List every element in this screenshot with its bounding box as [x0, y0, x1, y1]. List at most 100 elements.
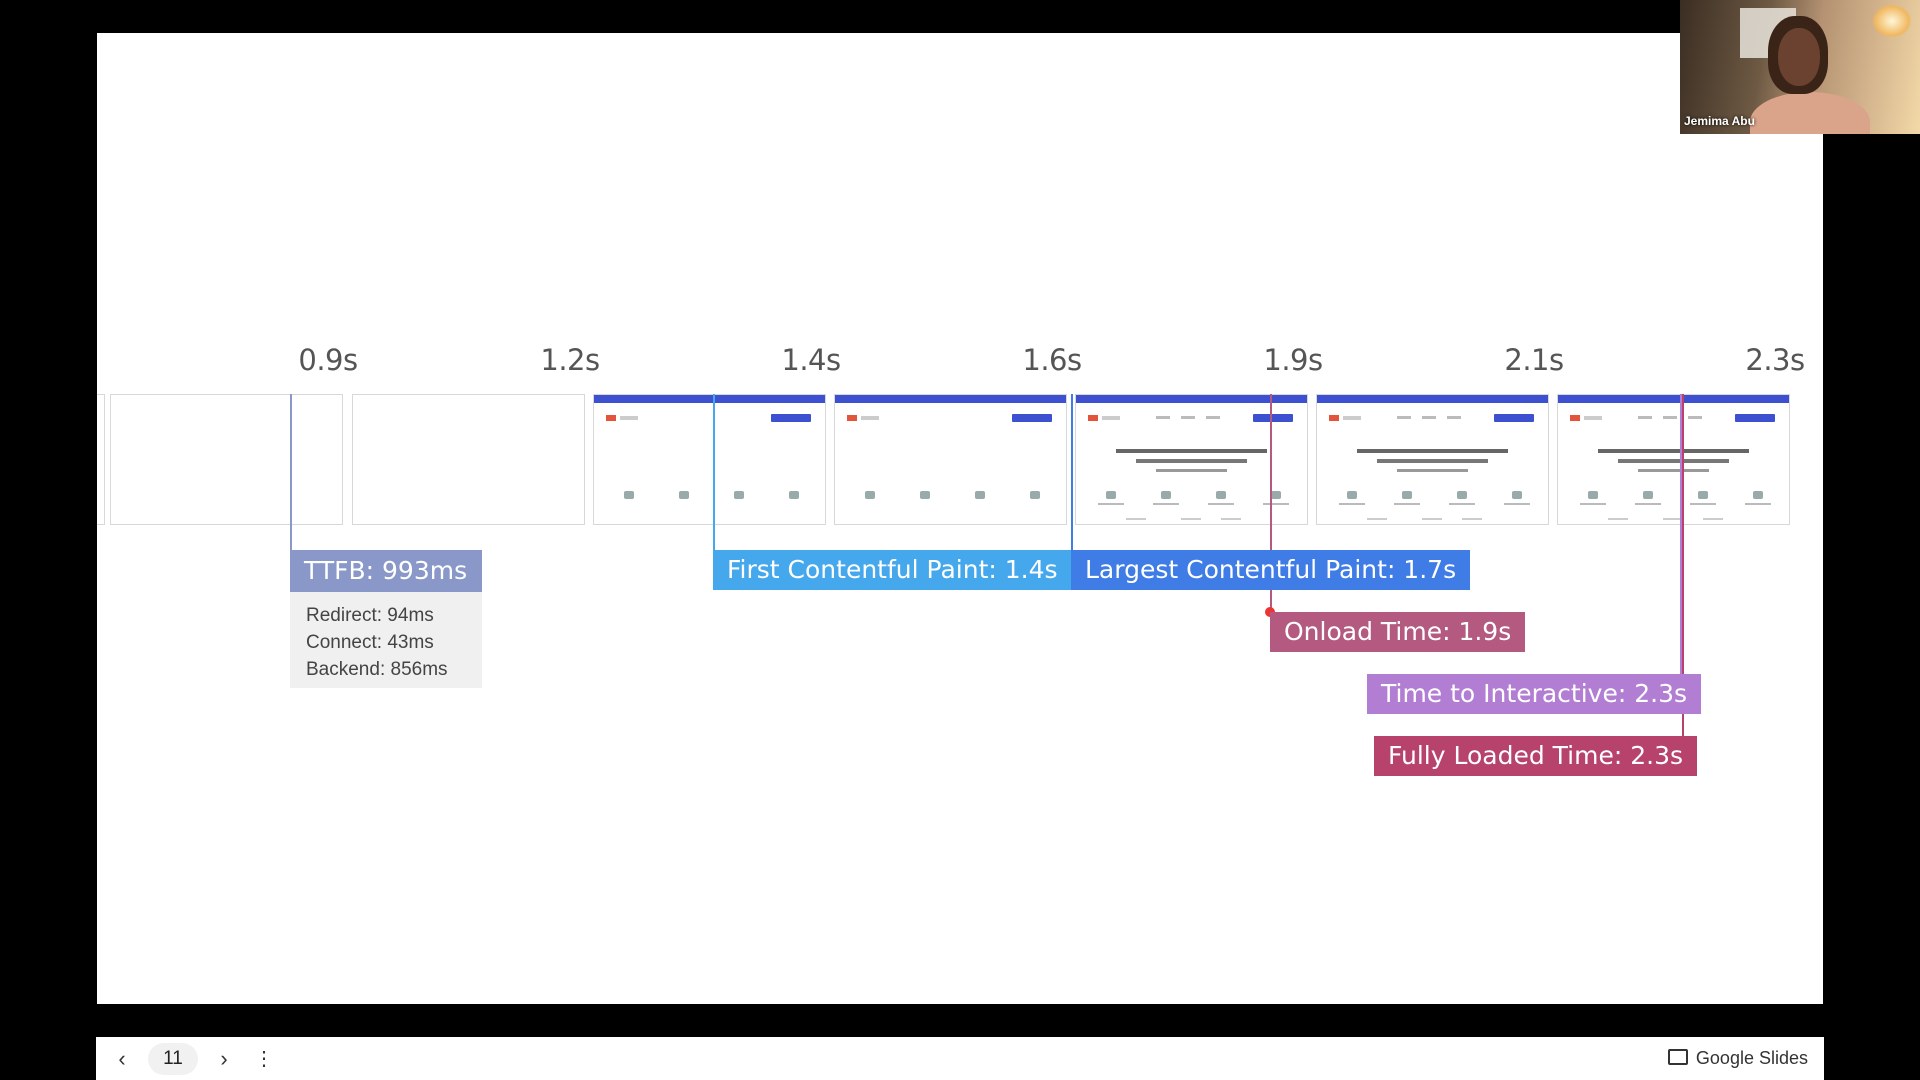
frame-nav-link [1156, 416, 1170, 419]
onload-label: Onload Time: 1.9s [1270, 612, 1526, 652]
frame-footer-link [1703, 518, 1723, 520]
ttfb-redirect: Redirect: 94ms [306, 605, 434, 626]
frame-nav-link [1688, 416, 1702, 419]
frame-nav-link [1638, 416, 1652, 419]
time-label-4: 1.9s [1263, 343, 1323, 377]
filmstrip-frame-partial-render [834, 394, 1067, 525]
frame-feature-icon [1402, 491, 1412, 499]
frame-feature-label [1394, 503, 1420, 505]
frame-nav-button [1735, 414, 1775, 422]
filmstrip-frame-blank [352, 394, 585, 525]
frame-nav-button [1253, 414, 1293, 422]
frame-footer-link [1181, 518, 1201, 520]
frame-feature-icon [1753, 491, 1763, 499]
slide-canvas: 0.9s 1.2s 1.4s 1.6s 1.9s 2.1s 2.3s [97, 33, 1823, 1004]
frame-nav-link [1447, 416, 1461, 419]
frame-nav-link [1663, 416, 1677, 419]
lcp-marker-line [1071, 394, 1073, 586]
frame-hero-subtext [1156, 469, 1227, 472]
frame-feature-icon [865, 491, 875, 499]
fcp-label: First Contentful Paint: 1.4s [713, 550, 1072, 590]
frame-nav-link [1181, 416, 1195, 419]
frame-feature-icon [1271, 491, 1281, 499]
frame-logo-text [1343, 416, 1361, 420]
frame-header-bar [1558, 395, 1789, 403]
frame-feature-icon [1512, 491, 1522, 499]
frame-footer-link [1221, 518, 1241, 520]
frame-nav-link [1397, 416, 1411, 419]
frame-footer-link [1367, 518, 1387, 520]
slides-brand-label: Google Slides [1695, 1048, 1808, 1068]
frame-feature-icon [975, 491, 985, 499]
frame-hero-headline [1618, 459, 1729, 463]
filmstrip-frame-blank [110, 394, 343, 525]
frame-feature-icon [679, 491, 689, 499]
chevron-right-icon[interactable]: › [220, 1046, 228, 1071]
frame-nav-link [1422, 416, 1436, 419]
webcam-person-face [1778, 28, 1820, 86]
onload-marker-line [1270, 394, 1272, 648]
frame-feature-label [1098, 503, 1124, 505]
frame-feature-icon [1216, 491, 1226, 499]
frame-feature-icon [1643, 491, 1653, 499]
filmstrip-frame-full-render [1075, 394, 1308, 525]
filmstrip-frame-partial-render [593, 394, 826, 525]
fully-loaded-marker-line [1682, 394, 1684, 774]
ttfb-marker-line [290, 394, 292, 586]
slide-number-input[interactable]: 11 [148, 1043, 198, 1075]
frame-feature-label [1153, 503, 1179, 505]
frame-logo-text [861, 416, 879, 420]
frame-logo-text [1102, 416, 1120, 420]
filmstrip-frame-full-render [1316, 394, 1549, 525]
frame-feature-label [1504, 503, 1530, 505]
ttfb-breakdown: Redirect: 94ms Connect: 43ms Backend: 85… [290, 592, 482, 688]
frame-footer-link [1663, 518, 1683, 520]
frame-feature-icon [789, 491, 799, 499]
webcam-lamp [1872, 4, 1912, 38]
frame-hero-subtext [1397, 469, 1468, 472]
frame-header-bar [835, 395, 1066, 403]
frame-footer-link [1126, 518, 1146, 520]
frame-header-bar [1317, 395, 1548, 403]
frame-logo [1329, 415, 1339, 421]
frame-feature-label [1580, 503, 1606, 505]
frame-hero-headline [1116, 449, 1267, 453]
more-vertical-icon[interactable]: ⋮ [254, 1048, 274, 1070]
webcam-thumbnail: Jemima Abu [1680, 0, 1920, 134]
webcam-person-body [1750, 92, 1870, 134]
frame-feature-icon [1106, 491, 1116, 499]
frame-feature-icon [624, 491, 634, 499]
frame-footer-link [1462, 518, 1482, 520]
slides-icon [1667, 1049, 1688, 1066]
frame-footer-link [1608, 518, 1628, 520]
frame-feature-icon [920, 491, 930, 499]
frame-hero-headline [1598, 449, 1749, 453]
frame-logo [1088, 415, 1098, 421]
frame-nav-button [1494, 414, 1534, 422]
frame-logo [847, 415, 857, 421]
frame-feature-icon [1161, 491, 1171, 499]
slides-presenter-bar: ‹ 11 › ⋮ Google Slides [96, 1037, 1824, 1080]
frame-logo-text [1584, 416, 1602, 420]
frame-nav-button [1012, 414, 1052, 422]
frame-header-bar [594, 395, 825, 403]
frame-feature-icon [1588, 491, 1598, 499]
tti-marker-line [1680, 394, 1682, 694]
frame-feature-label [1449, 503, 1475, 505]
time-label-0: 0.9s [298, 343, 358, 377]
frame-feature-icon [1030, 491, 1040, 499]
frame-feature-icon [1457, 491, 1467, 499]
frame-logo [606, 415, 616, 421]
frame-feature-label [1690, 503, 1716, 505]
time-label-3: 1.6s [1022, 343, 1082, 377]
time-label-1: 1.2s [540, 343, 600, 377]
frame-hero-subtext [1638, 469, 1709, 472]
frame-nav-link [1206, 416, 1220, 419]
frame-feature-label [1635, 503, 1661, 505]
fcp-marker-line [713, 394, 715, 586]
time-label-5: 2.1s [1504, 343, 1564, 377]
frame-hero-headline [1136, 459, 1247, 463]
chevron-left-icon[interactable]: ‹ [118, 1046, 126, 1071]
google-slides-brand: Google Slides [1667, 1037, 1808, 1080]
time-label-6: 2.3s [1745, 343, 1805, 377]
